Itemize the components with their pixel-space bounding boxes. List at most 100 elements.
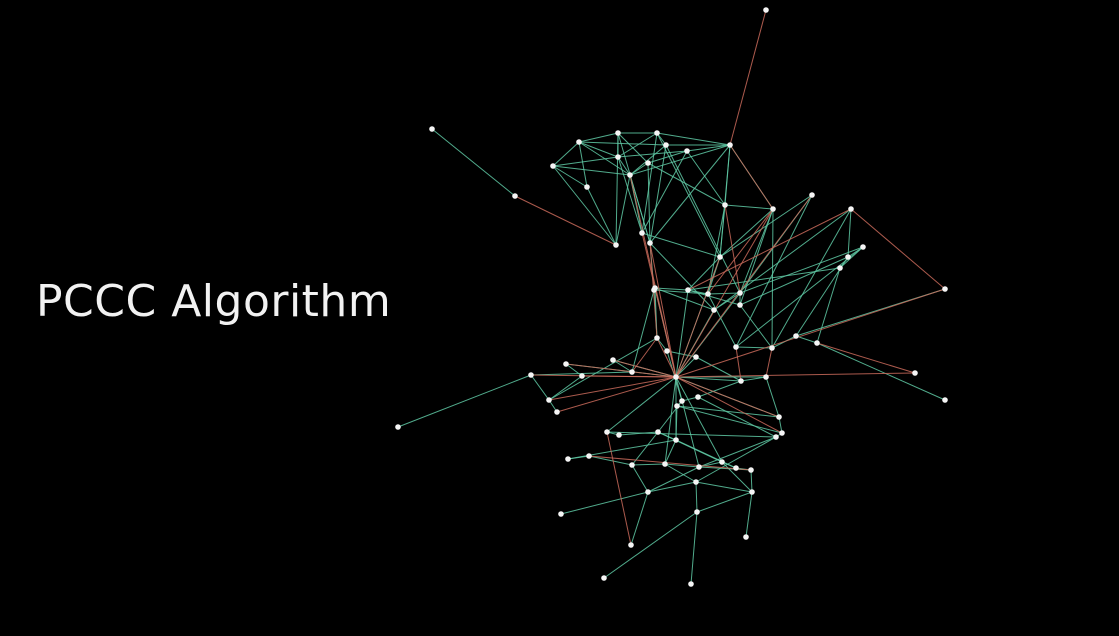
graph-node — [695, 394, 701, 400]
graph-node — [711, 307, 717, 313]
graph-edge-green — [630, 491, 649, 546]
graph-node — [629, 369, 635, 375]
graph-node — [654, 335, 660, 341]
graph-node — [779, 430, 785, 436]
graph-edge-green — [664, 376, 677, 465]
graph-node — [679, 398, 685, 404]
graph-node — [837, 265, 843, 271]
graph-edge-red — [675, 288, 946, 378]
graph-node — [733, 344, 739, 350]
graph-edge-green — [740, 376, 767, 382]
graph-edge-green — [721, 461, 753, 493]
graph-edge-red — [675, 194, 813, 378]
graph-edge-red — [514, 195, 617, 246]
graph-edge-red — [565, 363, 677, 378]
graph-node — [615, 130, 621, 136]
graph-edge-green — [631, 463, 666, 466]
graph-edge-green — [675, 376, 723, 463]
graph-node — [793, 333, 799, 339]
graph-edge-green — [664, 463, 697, 483]
graph-edge-red — [675, 208, 774, 378]
slide-title: PCCC Algorithm — [36, 276, 392, 327]
graph-node — [528, 372, 534, 378]
graph-edge-green — [649, 144, 667, 244]
graph-edge-red — [765, 347, 773, 378]
graph-edge-red — [556, 376, 677, 413]
graph-edge-green — [695, 481, 753, 493]
graph-edge-green — [675, 376, 700, 468]
graph-node — [717, 254, 723, 260]
graph-node — [629, 462, 635, 468]
graph-edge-red — [631, 337, 658, 373]
graph-edge-red — [629, 174, 677, 378]
graph-edge-green — [647, 150, 688, 164]
graph-node — [663, 142, 669, 148]
graph-node — [705, 291, 711, 297]
graph-edge-green — [560, 491, 649, 515]
graph-edge-green — [664, 439, 677, 465]
graph-edge-green — [578, 141, 619, 158]
graph-edge-green — [617, 156, 631, 176]
graph-edge-green — [719, 194, 813, 258]
graph-node — [809, 192, 815, 198]
graph-edge-green — [656, 132, 731, 146]
graph-node — [694, 509, 700, 515]
graph-edge-green — [697, 380, 742, 398]
graph-edge-green — [719, 204, 726, 258]
graph-edge-green — [552, 165, 631, 176]
graph-node — [763, 7, 769, 13]
graph-edge-green — [618, 431, 659, 436]
graph-edge-green — [686, 144, 731, 152]
graph-node — [655, 429, 661, 435]
graph-edge-green — [765, 376, 780, 418]
graph-edge-green — [567, 455, 590, 460]
graph-node — [748, 467, 754, 473]
graph-node — [563, 361, 569, 367]
graph-node — [586, 453, 592, 459]
graph-node — [727, 142, 733, 148]
graph-edge-green — [695, 356, 742, 382]
graph-node — [654, 130, 660, 136]
graph-node — [645, 489, 651, 495]
graph-node — [845, 254, 851, 260]
graph-node — [722, 202, 728, 208]
graph-node — [769, 345, 775, 351]
graph-node — [664, 348, 670, 354]
graph-edge-green — [552, 156, 619, 167]
graph-edge-red — [656, 337, 677, 378]
graph-node — [743, 534, 749, 540]
graph-edge-green — [548, 337, 658, 401]
graph-node — [565, 456, 571, 462]
graph-edge-green — [617, 150, 688, 158]
graph-edge-green — [676, 405, 783, 434]
graph-node — [942, 286, 948, 292]
graph-edge-green — [739, 304, 773, 349]
graph-edge-green — [647, 162, 651, 244]
graph-node — [942, 397, 948, 403]
graph-node — [693, 354, 699, 360]
graph-edge-green — [687, 256, 721, 291]
graph-node — [651, 287, 657, 293]
graph-node — [776, 414, 782, 420]
graph-edge-red — [588, 455, 752, 471]
graph-node — [628, 542, 634, 548]
graph-node — [770, 206, 776, 212]
graph-edge-red — [612, 359, 677, 378]
graph-edge-green — [629, 144, 731, 176]
graph-node — [584, 184, 590, 190]
graph-edge-red — [675, 256, 721, 378]
graph-node — [613, 242, 619, 248]
graph-node — [719, 459, 725, 465]
graph-edge-green — [615, 132, 619, 246]
graph-edge-green — [617, 132, 651, 244]
graph-edge-green — [606, 431, 777, 438]
graph-node — [673, 437, 679, 443]
graph-node — [579, 373, 585, 379]
graph-edge-green — [578, 141, 631, 176]
graph-node — [554, 409, 560, 415]
graph-edge-green — [676, 405, 780, 418]
graph-edge-green — [530, 374, 550, 401]
graph-node — [912, 370, 918, 376]
